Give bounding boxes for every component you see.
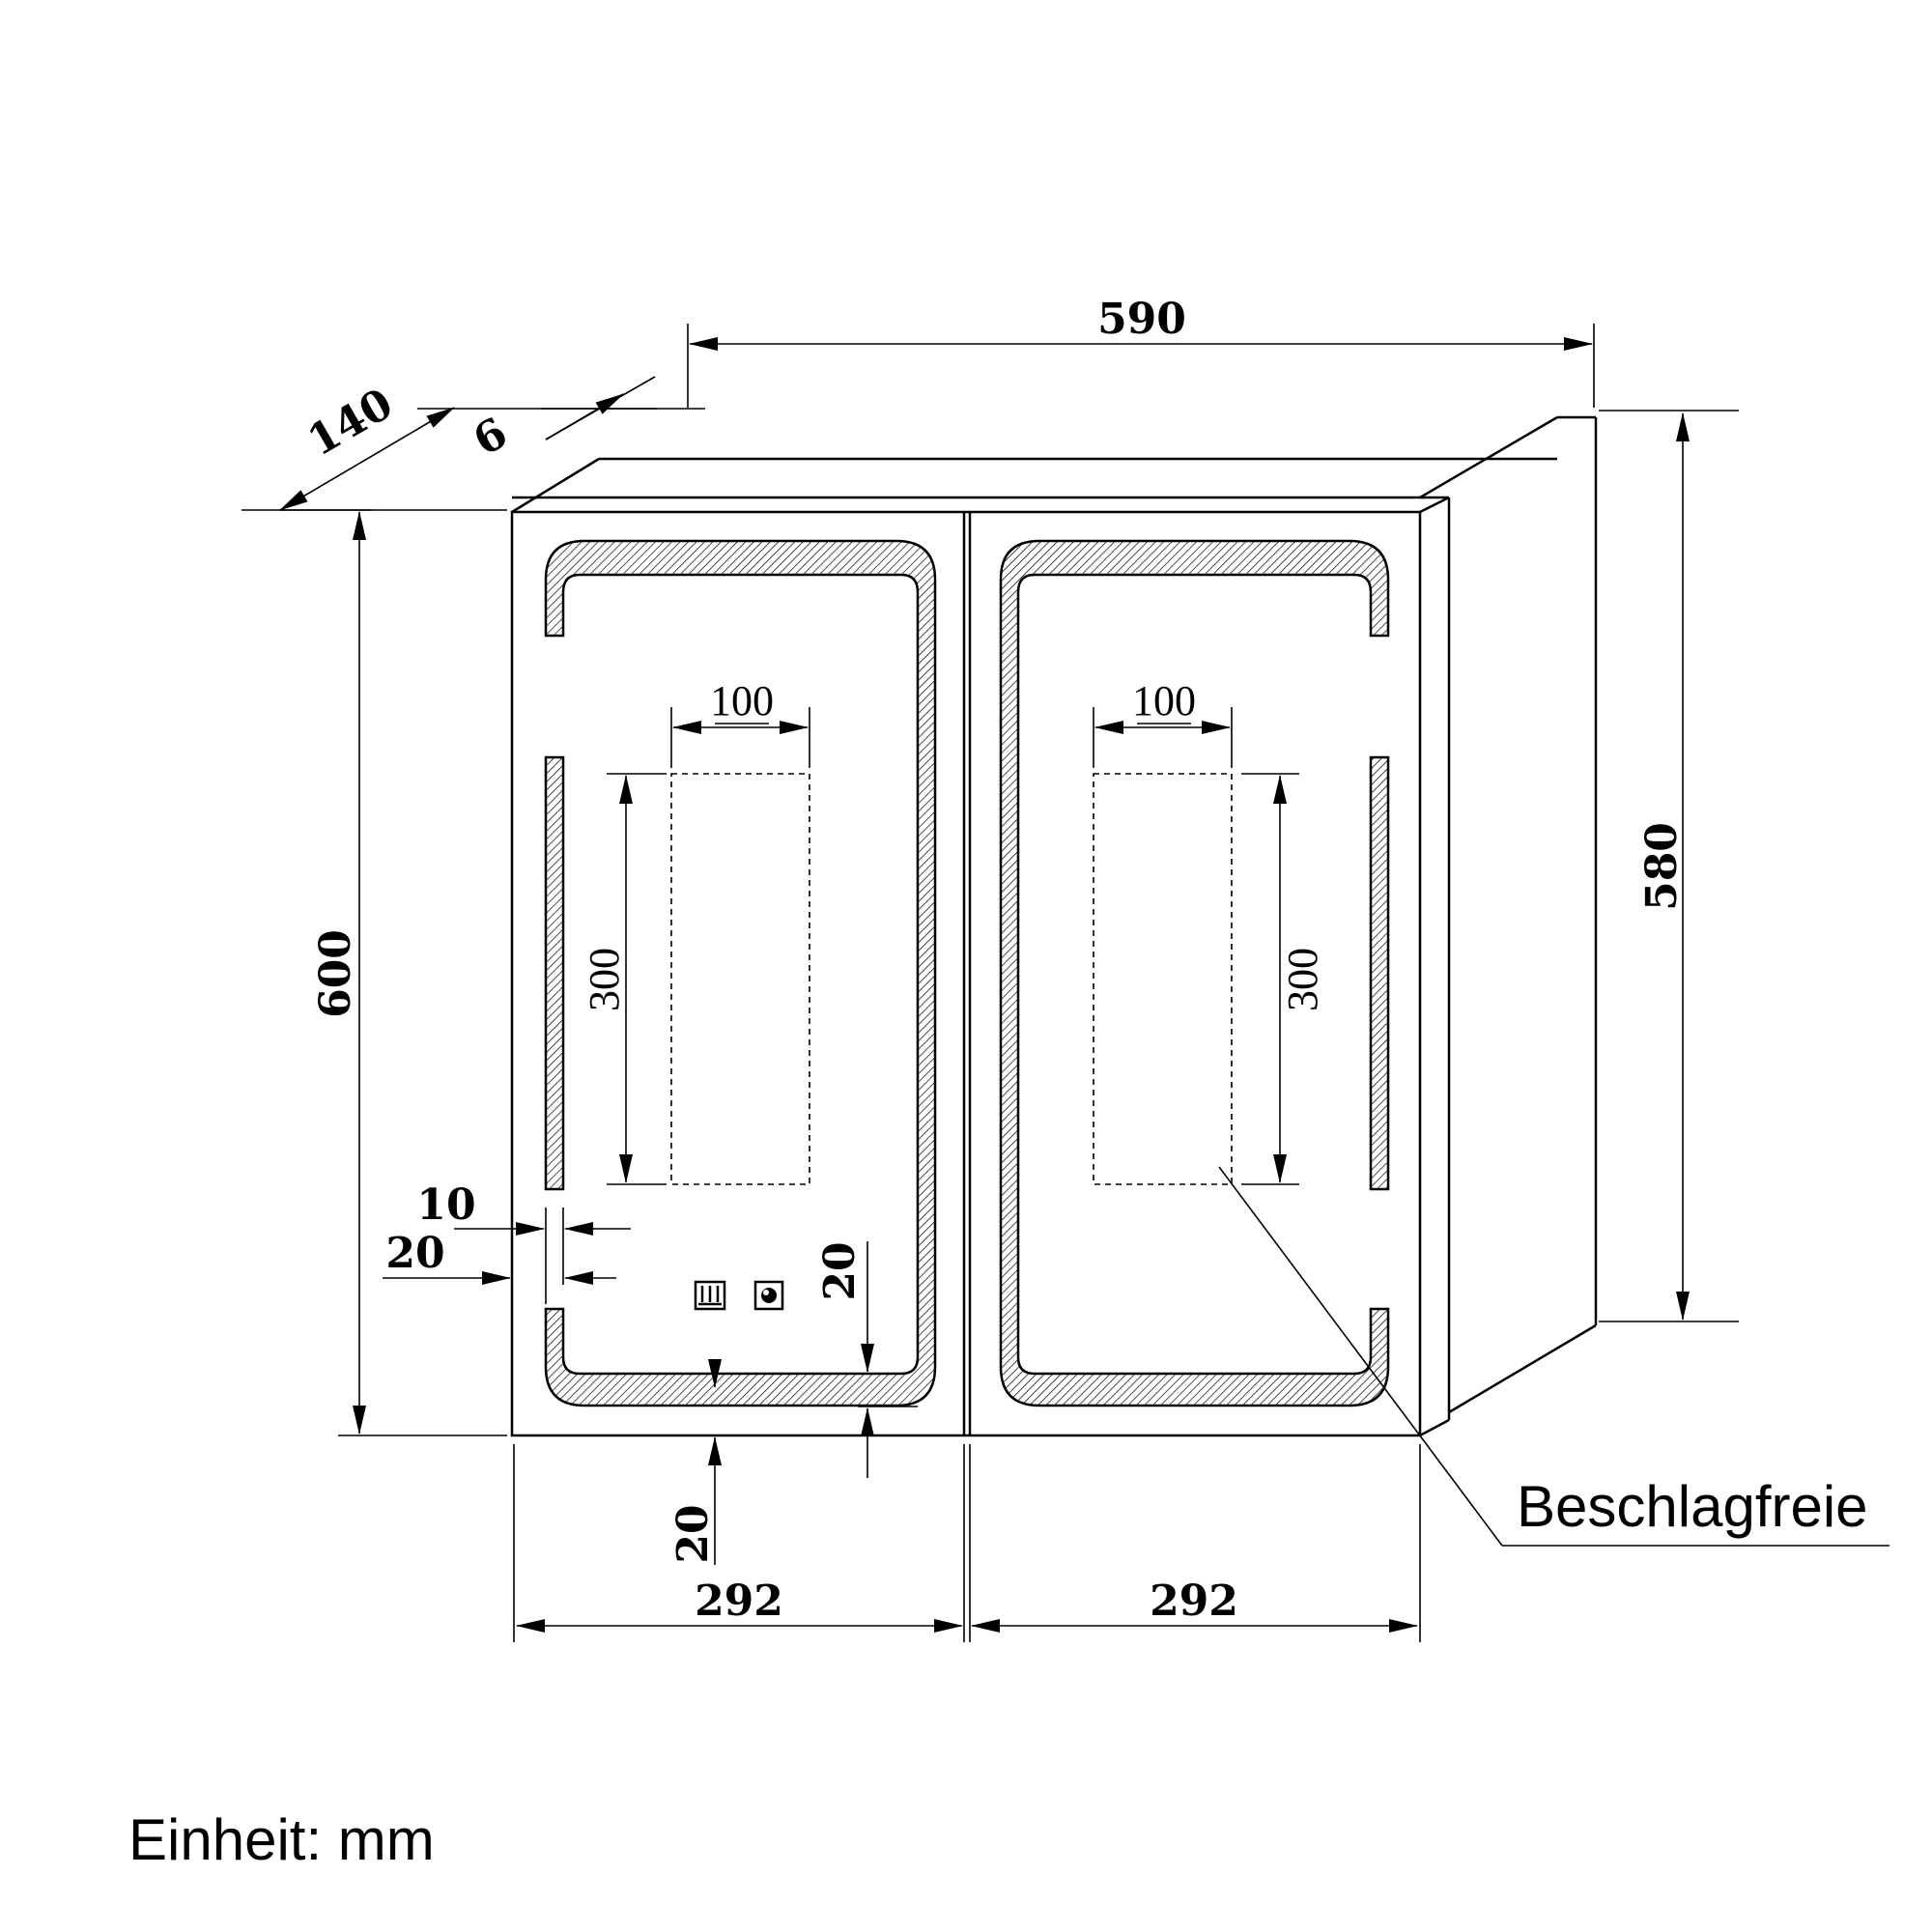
dim-depth: 140 6 <box>279 376 705 511</box>
dim-text-590: 590 <box>1097 295 1186 344</box>
dim-text-100-left: 100 <box>710 677 774 724</box>
dim-text-292-left: 292 <box>695 1577 783 1626</box>
dim-defog-left: 100 300 <box>581 677 810 1185</box>
defog-area-label: Beschlagfreie <box>1517 1474 1868 1539</box>
dim-height-front: 600 <box>242 509 507 1436</box>
dim-height-back: 580 <box>1599 410 1739 1322</box>
dim-text-20-switch: 20 <box>815 1241 865 1300</box>
cabinet-outline <box>510 415 1598 1437</box>
dim-text-100-right: 100 <box>1132 677 1196 724</box>
dim-bottom-offsets: 20 20 <box>668 1241 918 1565</box>
unit-note: Einheit: mm <box>128 1807 435 1872</box>
light-switch-icon <box>753 1280 784 1311</box>
left-door-led-strips <box>544 539 937 1407</box>
dim-text-20-bottom: 20 <box>668 1504 718 1563</box>
defog-switch-icon <box>694 1280 726 1311</box>
dim-text-600: 600 <box>311 929 360 1018</box>
dim-text-6: 6 <box>466 409 516 466</box>
dim-led-gaps: 10 20 <box>383 1180 631 1304</box>
dim-total-width: 590 <box>687 295 1595 408</box>
dim-text-300-right: 300 <box>1279 948 1326 1011</box>
dim-text-10: 10 <box>416 1180 475 1230</box>
right-door-led-strips <box>999 539 1390 1407</box>
dim-text-292-right: 292 <box>1150 1577 1238 1626</box>
defog-leader <box>1218 1166 1889 1547</box>
left-defog-area <box>670 773 810 1185</box>
dim-text-20-left: 20 <box>385 1229 444 1278</box>
dim-door-widths: 292 292 <box>513 1444 1421 1642</box>
right-defog-area <box>1093 773 1233 1185</box>
dim-text-580: 580 <box>1637 822 1687 911</box>
dim-text-300-left: 300 <box>581 948 628 1011</box>
dim-text-140: 140 <box>299 379 401 466</box>
dim-defog-right: 100 300 <box>1093 677 1326 1185</box>
